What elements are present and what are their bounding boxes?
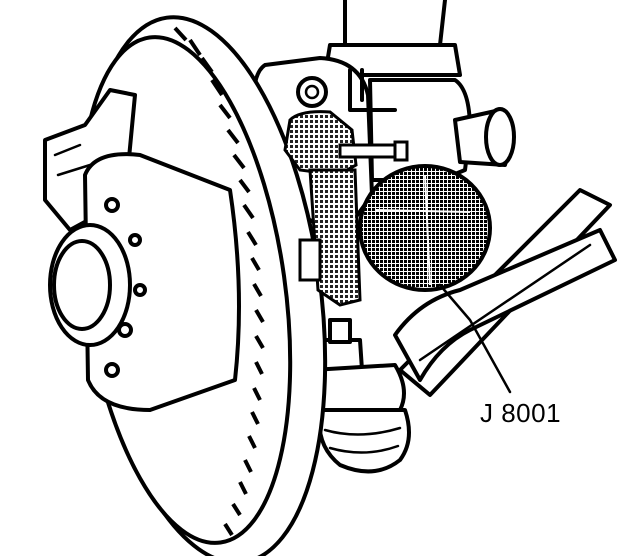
- ball-joint: [309, 318, 411, 474]
- wheel-hub: [48, 152, 241, 412]
- callout-label: J 8001: [480, 398, 562, 428]
- tool-clamp: [283, 110, 409, 307]
- control-arm: [393, 188, 617, 397]
- tool-disc: [358, 164, 492, 292]
- callout-leader: [438, 283, 512, 394]
